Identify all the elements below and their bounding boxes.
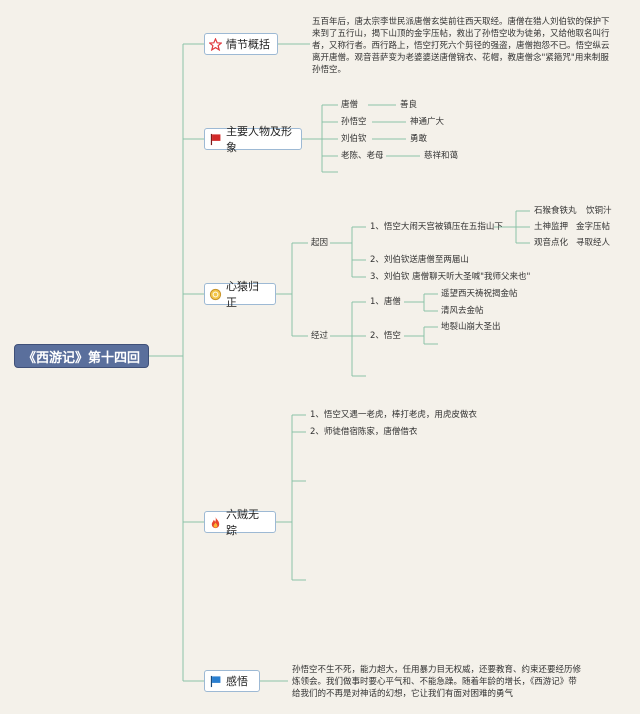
cause-item: 1、悟空大闹天宫被镇压在五指山下 [370, 222, 503, 232]
topic-six-thieves[interactable]: 六贼无踪 [204, 508, 276, 537]
topic-insight-label: 感悟 [226, 675, 248, 688]
topic-heart[interactable]: 心猿归正 [204, 280, 276, 309]
process-detail: 遥望西天祷祝揭金帖 [441, 289, 518, 299]
six-thieves-item: 2、师徒借宿陈家，唐僧借衣 [310, 427, 418, 437]
red-flag-icon [210, 133, 221, 145]
topic-characters-label: 主要人物及形象 [226, 125, 292, 154]
character-trait: 神通广大 [410, 117, 445, 127]
character-trait: 善良 [400, 100, 418, 110]
character-name: 刘伯钦 [341, 134, 367, 144]
topic-characters[interactable]: 主要人物及形象 [204, 125, 302, 154]
topic-six-thieves-label: 六贼无踪 [226, 508, 259, 537]
cause-label: 起因 [311, 238, 329, 248]
insight-text: 孙悟空不生不死，能力超大，任用暴力目无权威，还要教育、约束还要经历修炼领会。我们… [292, 665, 582, 699]
fire-icon [211, 516, 220, 528]
character-name: 孙悟空 [341, 117, 367, 127]
star-icon [209, 37, 222, 51]
cause-item: 2、刘伯钦送唐僧至两届山 [370, 255, 469, 265]
topic-heart-label: 心猿归正 [226, 280, 259, 309]
process-label: 经过 [311, 331, 329, 341]
cause-item: 3、刘伯钦 唐僧聊天听大圣喊"我师父来也" [370, 272, 531, 282]
plot-summary-text: 五百年后，唐太宗李世民派唐僧玄奘前往西天取经。唐僧在猎人刘伯钦的保护下来到了五行… [312, 17, 610, 75]
process-item: 2、悟空 [370, 331, 401, 341]
process-item: 1、唐僧 [370, 297, 401, 307]
process-detail: 清风去金帖 [441, 306, 484, 316]
cause-detail: 金字压帖 [576, 222, 611, 232]
topic-insight[interactable]: 感悟 [204, 670, 260, 692]
cause-detail: 观音点化 [534, 238, 569, 248]
cause-detail: 土神监押 [534, 222, 569, 232]
blue-flag-icon [210, 675, 221, 687]
cause-detail: 饮铜汁 [586, 206, 612, 216]
character-trait: 慈祥和蔼 [424, 151, 459, 161]
process-detail: 地裂山崩大圣出 [441, 322, 501, 332]
medal-icon [209, 288, 222, 300]
root-node[interactable]: 《西游记》第十四回 [14, 344, 149, 368]
cause-detail: 石猴食铁丸 [534, 206, 577, 216]
character-name: 老陈、老母 [341, 151, 384, 161]
topic-plot[interactable]: 情节概括 [204, 33, 278, 55]
topic-plot-label: 情节概括 [226, 38, 270, 51]
cause-detail: 寻取经人 [576, 238, 611, 248]
six-thieves-item: 1、悟空又遇一老虎，棒打老虎，用虎皮做衣 [310, 410, 477, 420]
character-name: 唐僧 [341, 100, 359, 110]
character-trait: 勇敢 [410, 134, 428, 144]
